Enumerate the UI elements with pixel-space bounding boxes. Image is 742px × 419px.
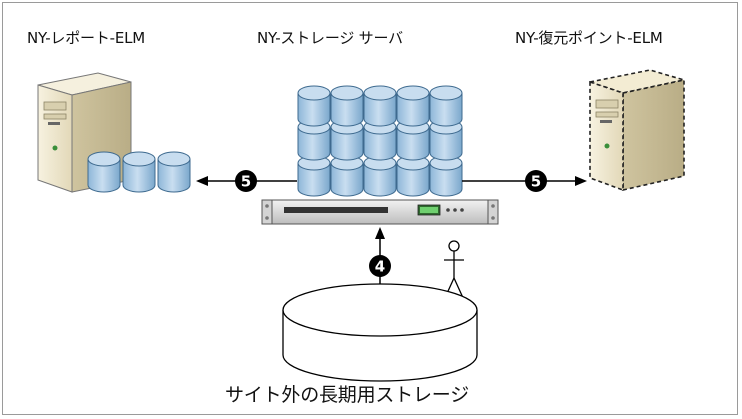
storage-rack-unit: [261, 199, 499, 225]
right-server-label: NY-復元ポイント-ELM: [515, 29, 663, 47]
storage-server: [261, 85, 499, 225]
svg-text:5: 5: [531, 173, 541, 191]
svg-text:5: 5: [241, 173, 251, 191]
svg-text:4: 4: [375, 258, 385, 276]
left-server-disks: [87, 151, 191, 193]
badge-5-left: 5: [235, 170, 257, 192]
arrow-to-right-server: [462, 176, 587, 186]
offsite-storage-cylinder: [282, 283, 478, 382]
right-server: [586, 69, 685, 192]
left-server-label: NY-レポート-ELM: [27, 29, 146, 47]
storage-server-label: NY-ストレージ サーバ: [257, 29, 403, 47]
badge-5-right: 5: [525, 170, 547, 192]
left-server: [37, 72, 191, 193]
badge-4-up: 4: [369, 255, 391, 277]
storage-disk-stack: [297, 85, 463, 197]
offsite-storage-label: サイト外の長期用ストレージ: [225, 384, 470, 406]
